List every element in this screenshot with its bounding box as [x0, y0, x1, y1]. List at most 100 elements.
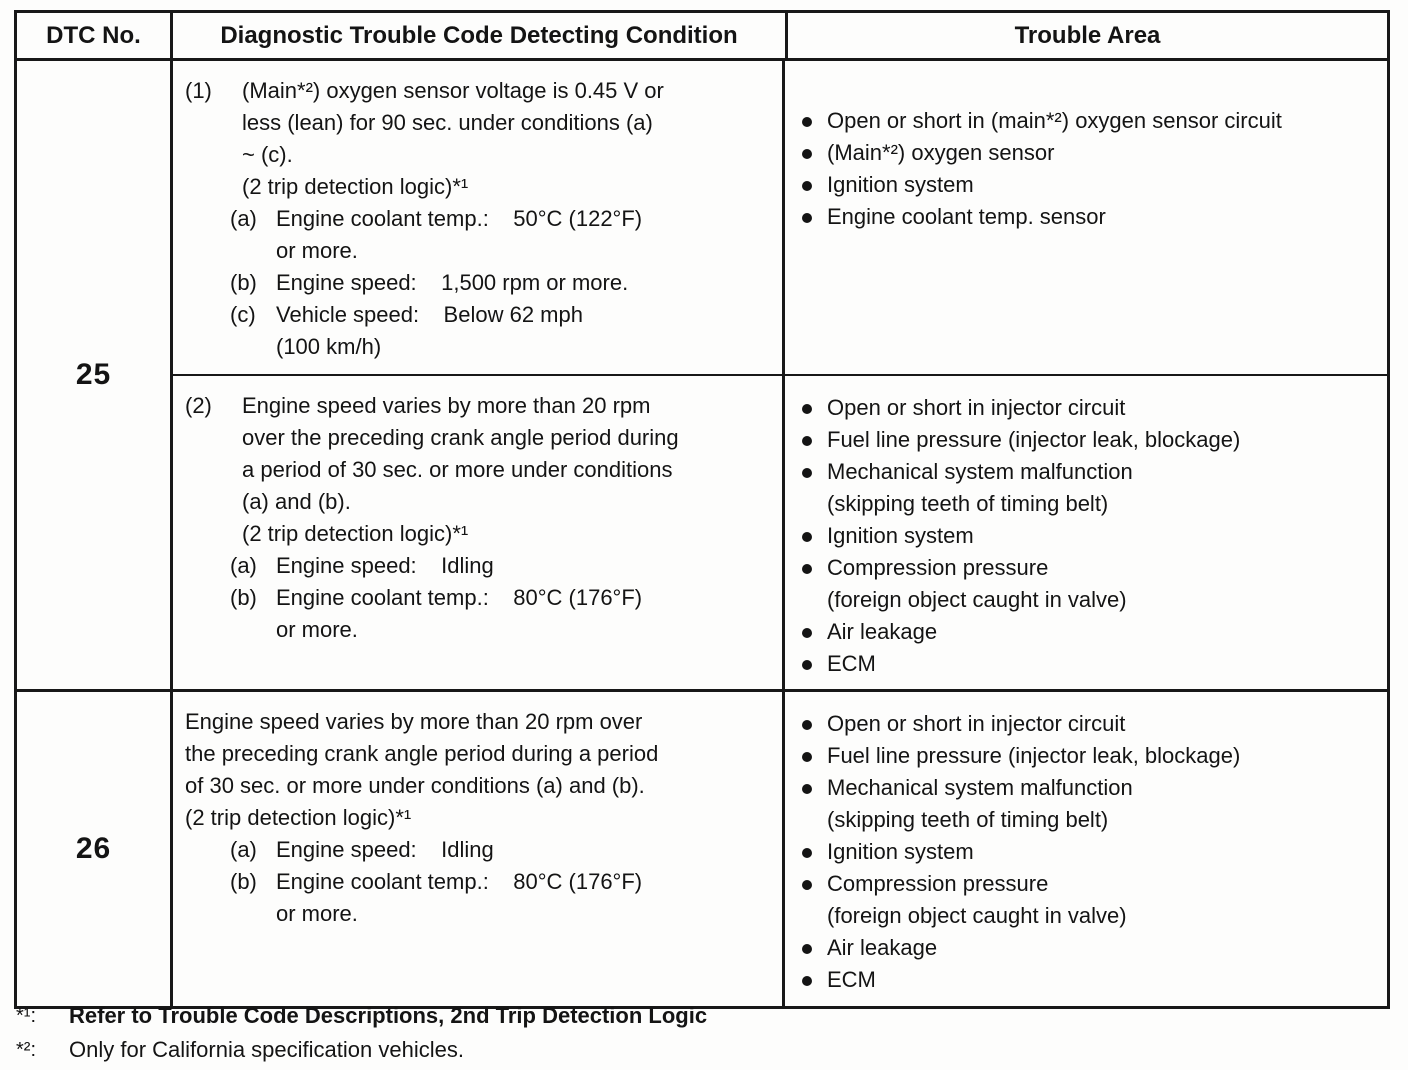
- bullet-icon: [800, 648, 827, 680]
- footnote-text: Refer to Trouble Code Descriptions, 2nd …: [69, 1003, 708, 1028]
- trouble-area-item: Ignition system: [800, 169, 1387, 201]
- condition-number: (1): [185, 78, 212, 103]
- trouble-area-text: (Main*²) oxygen sensor: [827, 140, 1055, 165]
- sub-conditions: (a) Engine speed: Idling (b) Engine cool…: [230, 550, 782, 646]
- footnote-text: Only for California specification vehicl…: [69, 1037, 464, 1062]
- trouble-area-text: Open or short in injector circuit: [827, 711, 1126, 736]
- condition-text: Engine speed varies by more than 20 rpm …: [185, 709, 659, 798]
- sub-condition: (b) Engine speed: 1,500 rpm or more.: [230, 267, 782, 299]
- trouble-area-item: Fuel line pressure (injector leak, block…: [800, 740, 1387, 772]
- bullet-icon: [800, 201, 827, 233]
- trouble-area-text: Engine coolant temp. sensor: [827, 204, 1106, 229]
- sub-condition-label: (b): [230, 869, 257, 894]
- trouble-area-item: Open or short in (main*²) oxygen sensor …: [800, 105, 1387, 137]
- bullet-icon: [800, 424, 827, 456]
- trouble-area-text: Ignition system: [827, 172, 974, 197]
- trouble-area-text: Compression pressure(foreign object caug…: [827, 871, 1127, 928]
- sub-condition-label: (b): [230, 585, 257, 610]
- trouble-area-item: Ignition system: [800, 836, 1387, 868]
- trouble-area-item: ECM: [800, 648, 1387, 680]
- detection-logic-note: (2 trip detection logic)*¹: [242, 521, 469, 546]
- trouble-area-text: Open or short in (main*²) oxygen sensor …: [827, 108, 1282, 133]
- bullet-icon: [800, 836, 827, 868]
- footnotes: *¹: Refer to Trouble Code Descriptions, …: [16, 999, 707, 1067]
- sub-condition-text: Engine speed: Idling: [276, 553, 494, 578]
- header-dtc-no: DTC No.: [46, 22, 141, 49]
- trouble-area-item: Compression pressure(foreign object caug…: [800, 552, 1387, 616]
- trouble-area-item: Open or short in injector circuit: [800, 392, 1387, 424]
- trouble-area-text: ECM: [827, 967, 876, 992]
- footnote-marker: *¹:: [16, 1005, 36, 1027]
- header-trouble-area: Trouble Area: [785, 13, 1387, 58]
- condition-text: Engine speed varies by more than 20 rpm …: [242, 393, 679, 514]
- bullet-icon: [800, 169, 827, 201]
- detection-logic-note: (2 trip detection logic)*¹: [242, 174, 469, 199]
- bullet-icon: [800, 520, 827, 552]
- trouble-area-cell: Open or short in (main*²) oxygen sensor …: [782, 61, 1387, 374]
- bullet-icon: [800, 137, 827, 169]
- trouble-area-item: (Main*²) oxygen sensor: [800, 137, 1387, 169]
- condition-number: (2): [185, 393, 212, 418]
- row-26-section: Engine speed varies by more than 20 rpm …: [170, 692, 1387, 1006]
- condition-cell: Engine speed varies by more than 20 rpm …: [170, 692, 782, 1006]
- bullet-icon: [800, 932, 827, 964]
- bullet-icon: [800, 616, 827, 648]
- bullet-icon: [800, 772, 827, 836]
- trouble-area-item: Fuel line pressure (injector leak, block…: [800, 424, 1387, 456]
- dtc-table: DTC No. Diagnostic Trouble Code Detectin…: [14, 10, 1390, 1009]
- trouble-area-text: Open or short in injector circuit: [827, 395, 1126, 420]
- condition-text: (Main*²) oxygen sensor voltage is 0.45 V…: [242, 78, 664, 167]
- bullet-icon: [800, 868, 827, 932]
- trouble-area-item: Air leakage: [800, 932, 1387, 964]
- sub-condition-label: (a): [230, 206, 257, 231]
- sub-condition: (c) Vehicle speed: Below 62 mph (100 km/…: [230, 299, 782, 363]
- table-row-dtc-25: 25 (1) (Main*²) oxygen sensor voltage is…: [17, 61, 1387, 689]
- bullet-icon: [800, 456, 827, 520]
- trouble-area-item: Open or short in injector circuit: [800, 708, 1387, 740]
- bullet-icon: [800, 392, 827, 424]
- sub-conditions: (a) Engine coolant temp.: 50°C (122°F) o…: [230, 203, 782, 363]
- sub-condition-label: (a): [230, 553, 257, 578]
- trouble-area-text: Mechanical system malfunction(skipping t…: [827, 459, 1133, 516]
- trouble-area-text: Fuel line pressure (injector leak, block…: [827, 427, 1241, 452]
- bullet-icon: [800, 740, 827, 772]
- row-25-sections: (1) (Main*²) oxygen sensor voltage is 0.…: [170, 61, 1387, 689]
- header-detecting-condition: Diagnostic Trouble Code Detecting Condit…: [170, 13, 785, 58]
- sub-condition-label: (c): [230, 302, 256, 327]
- trouble-area-item: Engine coolant temp. sensor: [800, 201, 1387, 233]
- trouble-area-item: ECM: [800, 964, 1387, 996]
- sub-condition: (b) Engine coolant temp.: 80°C (176°F) o…: [230, 582, 782, 646]
- detection-logic-note: (2 trip detection logic)*¹: [185, 805, 412, 830]
- sub-condition-text: Engine coolant temp.: 50°C (122°F) or mo…: [276, 206, 643, 263]
- sub-condition-text: Engine coolant temp.: 80°C (176°F) or mo…: [276, 585, 643, 642]
- trouble-area-text: Ignition system: [827, 839, 974, 864]
- trouble-area-text: Air leakage: [827, 619, 938, 644]
- footnote-2: *²: Only for California specification ve…: [16, 1033, 707, 1067]
- row-26-sections: Engine speed varies by more than 20 rpm …: [170, 692, 1387, 1006]
- trouble-area-text: Compression pressure(foreign object caug…: [827, 555, 1127, 612]
- condition-cell: (2) Engine speed varies by more than 20 …: [170, 376, 782, 689]
- footnote-marker: *²:: [16, 1039, 36, 1061]
- sub-conditions: (a) Engine speed: Idling (b) Engine cool…: [230, 834, 782, 930]
- trouble-area-text: Air leakage: [827, 935, 938, 960]
- table-header-row: DTC No. Diagnostic Trouble Code Detectin…: [17, 13, 1387, 61]
- trouble-area-cell: Open or short in injector circuit Fuel l…: [782, 376, 1387, 689]
- trouble-area-text: ECM: [827, 651, 876, 676]
- trouble-area-item: Ignition system: [800, 520, 1387, 552]
- trouble-area-text: Ignition system: [827, 523, 974, 548]
- trouble-area-cell: Open or short in injector circuit Fuel l…: [782, 692, 1387, 1006]
- sub-condition-text: Engine speed: 1,500 rpm or more.: [276, 270, 629, 295]
- table-row-dtc-26: 26 Engine speed varies by more than 20 r…: [17, 689, 1387, 1006]
- trouble-area-text: Mechanical system malfunction(skipping t…: [827, 775, 1133, 832]
- trouble-area-item: Mechanical system malfunction(skipping t…: [800, 456, 1387, 520]
- sub-condition: (a) Engine speed: Idling: [230, 550, 782, 582]
- dtc-number: 25: [75, 358, 112, 391]
- trouble-area-item: Air leakage: [800, 616, 1387, 648]
- bullet-icon: [800, 552, 827, 616]
- sub-condition: (a) Engine speed: Idling: [230, 834, 782, 866]
- bullet-icon: [800, 708, 827, 740]
- row-25-section-1: (1) (Main*²) oxygen sensor voltage is 0.…: [170, 61, 1387, 374]
- bullet-icon: [800, 964, 827, 996]
- sub-condition-text: Engine speed: Idling: [276, 837, 494, 862]
- row-25-section-2: (2) Engine speed varies by more than 20 …: [170, 374, 1387, 689]
